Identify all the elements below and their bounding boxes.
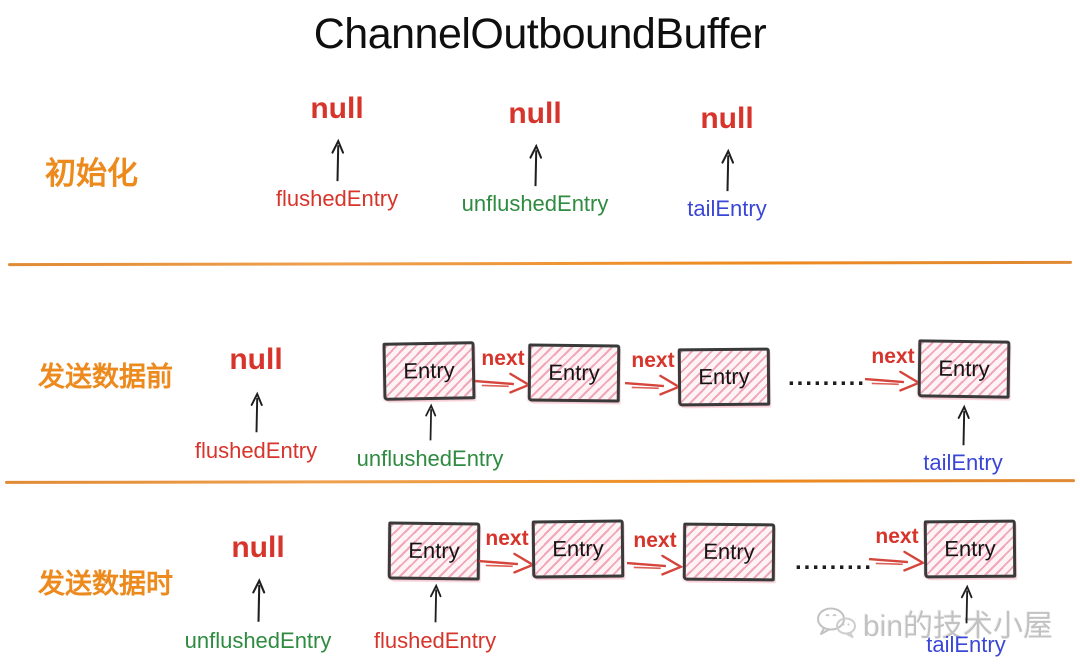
null-value: null	[229, 343, 283, 376]
up-arrow-icon	[528, 144, 542, 187]
entry-box: Entry	[677, 347, 771, 407]
next-link: next	[867, 525, 926, 573]
pointer-tail-entry: tailEntry	[878, 403, 1048, 475]
section-divider	[7, 260, 1073, 267]
entry-box: Entry	[387, 521, 481, 581]
watermark-text: bin的技术小屋	[863, 610, 1054, 643]
entry-box-label: Entry	[703, 538, 755, 565]
next-link: next	[477, 527, 536, 575]
next-arrow-icon	[623, 372, 681, 397]
pointer-name-flushed-entry: flushedEntry	[373, 628, 497, 653]
row-label-while-send: 发送数据时	[38, 569, 173, 599]
next-label: next	[485, 527, 529, 550]
diagram-title: ChannelOutboundBuffer	[313, 10, 767, 58]
next-label: next	[633, 529, 677, 552]
pointer-unflushed-entry-head: unflushedEntry	[345, 402, 515, 471]
up-arrow-icon	[251, 579, 265, 623]
up-arrow-icon	[720, 149, 734, 192]
ellipsis-dots: .........	[795, 548, 874, 575]
next-arrow-icon	[863, 368, 921, 393]
row-label-before-send: 发送数据前	[38, 362, 173, 392]
pointer-name-unflushed-entry: unflushedEntry	[461, 190, 609, 216]
up-arrow-icon	[330, 139, 344, 182]
entry-box-label: Entry	[403, 357, 455, 384]
pointer-flushed-entry-null: null flushedEntry	[171, 344, 341, 463]
pointer-name-flushed-entry: flushedEntry	[194, 437, 318, 463]
entry-box: Entry	[923, 519, 1017, 579]
null-value: null	[310, 92, 364, 125]
ellipsis-dots: .........	[788, 364, 867, 391]
up-arrow-icon	[250, 392, 263, 433]
up-arrow-icon	[960, 585, 972, 625]
entry-box: Entry	[531, 519, 625, 579]
next-label: next	[631, 349, 675, 372]
watermark: bin的技术小屋	[816, 601, 1053, 645]
pointer-flushed-entry-head: flushedEntry	[350, 582, 520, 653]
next-link: next	[623, 349, 682, 397]
entry-box-label: Entry	[938, 355, 990, 382]
entry-box-label: Entry	[698, 363, 750, 390]
pointer-flushed-entry-null: null flushedEntry	[252, 93, 422, 211]
pointer-name-flushed-entry: flushedEntry	[275, 185, 399, 211]
next-label: next	[481, 347, 525, 370]
up-arrow-icon	[957, 405, 970, 447]
next-arrow-icon	[473, 370, 531, 395]
next-label: next	[871, 345, 915, 368]
next-arrow-icon	[867, 548, 925, 573]
entry-box: Entry	[527, 343, 621, 403]
next-arrow-icon	[625, 552, 683, 577]
next-link: next	[473, 347, 532, 395]
pointer-name-tail-entry: tailEntry	[926, 632, 1006, 657]
next-label: next	[875, 525, 919, 548]
up-arrow-icon	[429, 584, 441, 624]
entry-box: Entry	[917, 339, 1011, 399]
row-label-init: 初始化	[45, 156, 138, 191]
section-divider	[4, 479, 1076, 484]
entry-box-label: Entry	[944, 535, 996, 562]
entry-box: Entry	[382, 341, 476, 401]
pointer-name-tail-entry: tailEntry	[687, 195, 767, 221]
entry-box-label: Entry	[408, 537, 460, 564]
next-link: next	[863, 345, 922, 393]
pointer-unflushed-entry-null: null unflushedEntry	[173, 532, 343, 653]
pointer-name-tail-entry: tailEntry	[923, 450, 1003, 475]
pointer-name-unflushed-entry: unflushedEntry	[184, 627, 332, 653]
next-link: next	[625, 529, 684, 577]
wechat-icon	[817, 607, 856, 638]
null-value: null	[231, 531, 285, 564]
null-value: null	[508, 97, 562, 130]
null-value: null	[700, 102, 754, 135]
pointer-tail-entry-null: null tailEntry	[642, 103, 812, 221]
entry-box-label: Entry	[548, 359, 600, 386]
next-arrow-icon	[477, 550, 535, 575]
entry-box-label: Entry	[552, 535, 604, 562]
pointer-name-unflushed-entry: unflushedEntry	[356, 446, 504, 471]
entry-box: Entry	[682, 522, 776, 582]
pointer-tail-entry: tailEntry	[881, 583, 1051, 657]
up-arrow-icon	[424, 404, 436, 442]
pointer-unflushed-entry-null: null unflushedEntry	[450, 98, 620, 216]
